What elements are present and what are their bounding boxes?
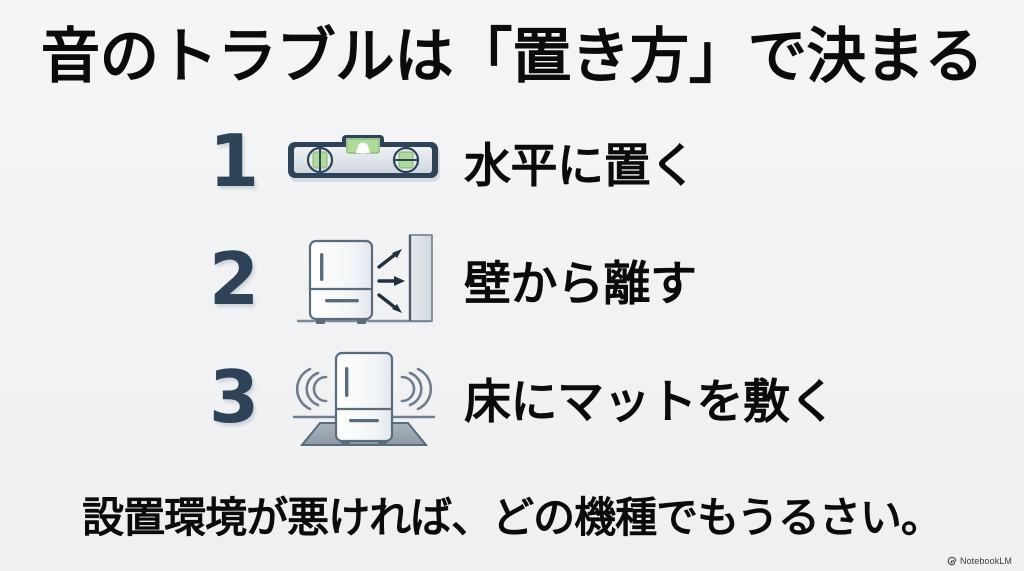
footer-caption: 設置環境が悪ければ、どの機種でもうるさい。 [82,493,943,542]
step-number-1: 1 [208,119,260,203]
watermark: NotebookLM [947,556,1012,566]
step-row-3: 3 [188,343,837,451]
watermark-label: NotebookLM [959,556,1012,566]
steps-list: 1 [188,107,837,451]
page-title: 音のトラブルは「置き方」で決まる [40,22,984,92]
step-row-2: 2 [188,225,836,333]
refrigerator-on-mat-icon [280,343,448,451]
step-number-2: 2 [208,237,260,321]
step-label-2: 壁から離す [464,256,697,312]
step-label-3: 床にマットを敷く [464,374,837,430]
step-number-3: 3 [208,355,260,439]
spirit-level-icon [280,126,448,196]
notebooklm-spiral-icon [947,556,957,566]
refrigerator-away-from-wall-icon [280,227,448,331]
step-label-1: 水平に置く [464,138,697,194]
step-row-1: 1 [188,107,836,215]
